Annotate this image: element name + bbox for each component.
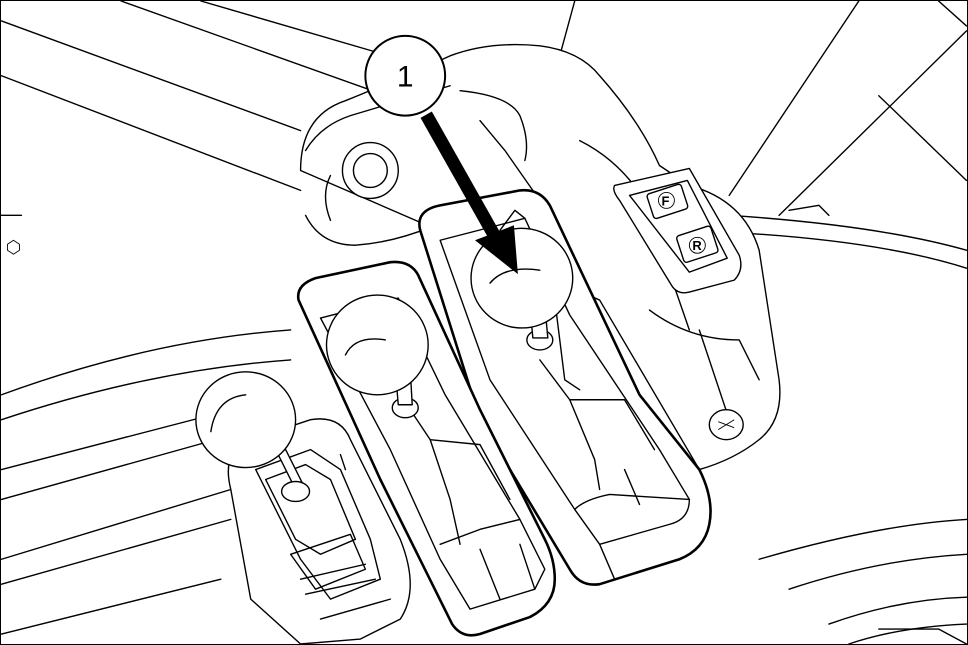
left-lever-knob[interactable] xyxy=(325,294,429,396)
bolt-head-icon xyxy=(7,239,20,255)
switch-panel: F R xyxy=(613,167,742,294)
joystick-assembly xyxy=(227,418,411,644)
right-panel-lines xyxy=(728,204,967,644)
arrow-head-icon xyxy=(475,225,518,275)
round-knob xyxy=(341,141,399,200)
reverse-symbol: R xyxy=(692,238,702,253)
forward-symbol: F xyxy=(661,193,669,208)
joystick-knob[interactable] xyxy=(195,371,297,469)
cab-frame-lines xyxy=(1,1,967,255)
forward-switch[interactable]: F xyxy=(646,183,689,220)
screw xyxy=(708,409,744,441)
reverse-switch[interactable]: R xyxy=(676,225,719,263)
callout-arrow xyxy=(420,111,518,275)
callout-bubble: 1 xyxy=(364,34,447,117)
callout-label: 1 xyxy=(397,61,414,94)
